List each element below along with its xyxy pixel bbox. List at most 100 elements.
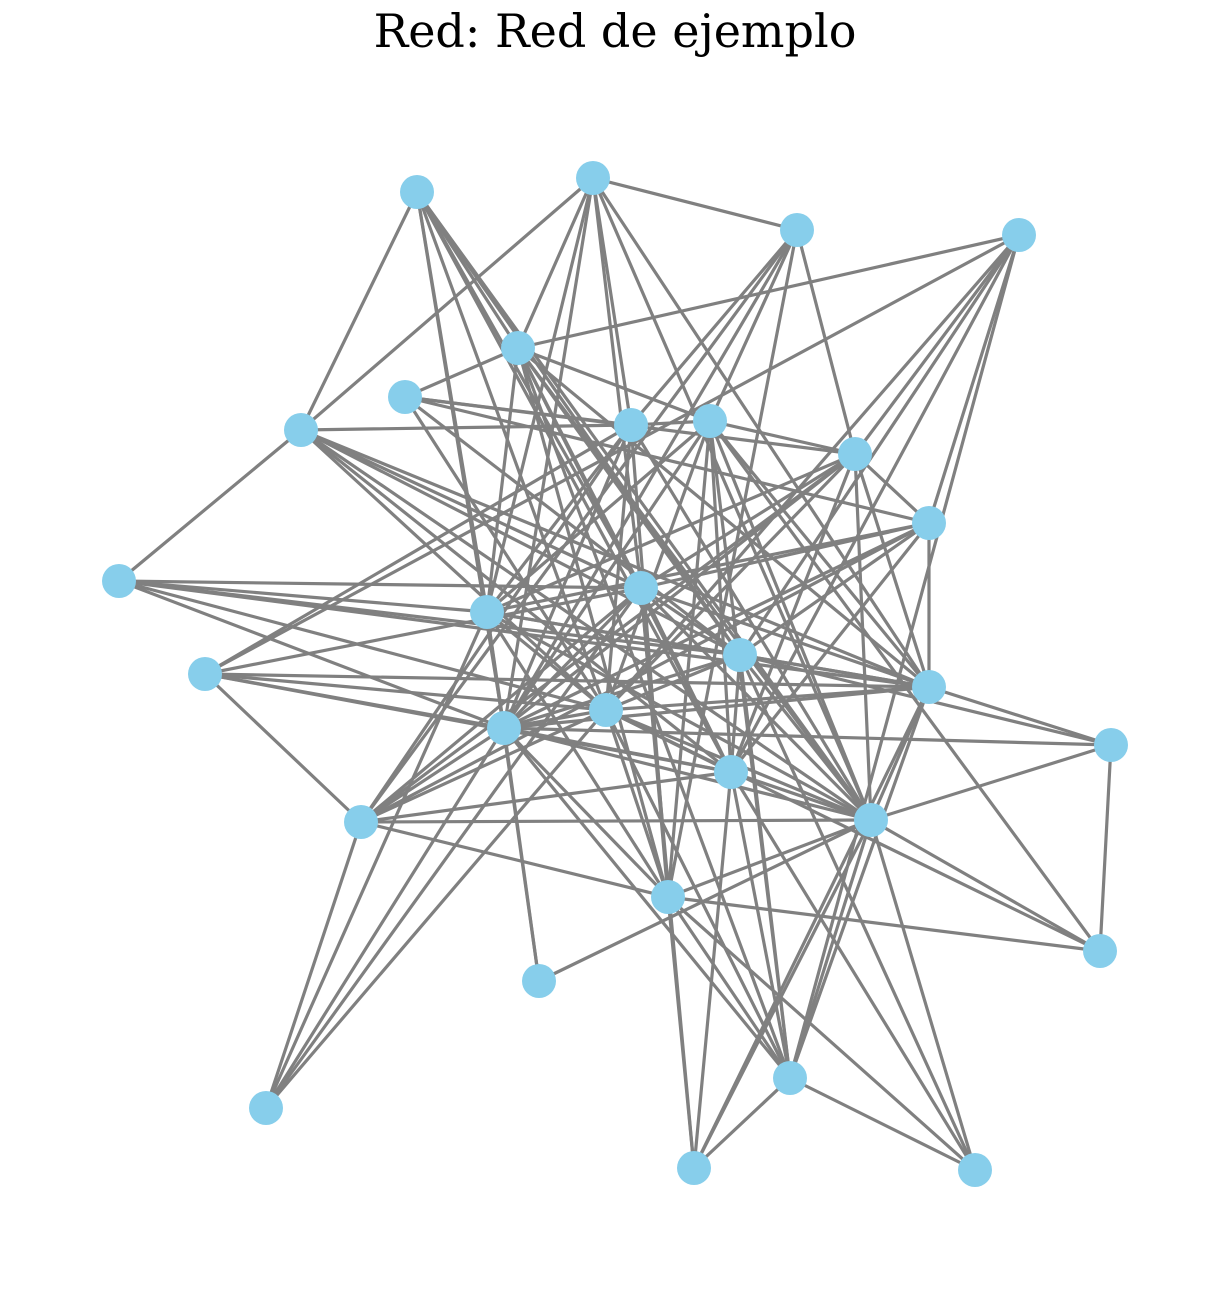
node <box>838 437 872 471</box>
node <box>624 571 658 605</box>
edge <box>516 346 670 899</box>
edge <box>203 423 633 676</box>
edge <box>502 452 857 730</box>
edge <box>299 428 873 822</box>
node <box>470 595 504 629</box>
edge <box>604 419 712 712</box>
edge <box>738 653 792 1080</box>
edge <box>729 653 742 774</box>
edge <box>788 1076 977 1172</box>
node <box>912 670 946 704</box>
edge <box>264 610 489 1110</box>
edge <box>485 423 633 614</box>
edge <box>502 726 873 822</box>
edge <box>692 818 873 1170</box>
edge <box>927 233 1021 525</box>
node <box>388 380 422 414</box>
edge <box>738 233 1021 657</box>
node <box>693 404 727 438</box>
node <box>723 638 757 672</box>
edge <box>117 579 608 712</box>
node <box>576 161 610 195</box>
node <box>651 880 685 914</box>
node <box>614 408 648 442</box>
edge <box>299 428 643 590</box>
edge <box>264 726 506 1110</box>
edge <box>403 395 931 525</box>
edge <box>666 895 977 1172</box>
edge <box>502 586 643 730</box>
edge <box>203 586 643 676</box>
edge <box>516 346 931 689</box>
edge <box>853 452 873 822</box>
node <box>249 1091 283 1125</box>
edge <box>359 708 608 824</box>
edge <box>692 1076 792 1170</box>
edge <box>516 346 712 423</box>
edge <box>485 419 712 614</box>
node <box>400 175 434 209</box>
node <box>522 964 556 998</box>
edge <box>869 818 977 1172</box>
edge <box>788 685 931 1080</box>
edge <box>869 818 1102 953</box>
edge <box>502 521 931 730</box>
edge <box>359 818 873 824</box>
edge <box>359 586 643 824</box>
edge <box>502 228 799 730</box>
edge <box>415 190 873 822</box>
edge <box>117 579 643 590</box>
edge <box>788 818 873 1080</box>
edge <box>639 586 733 774</box>
edge <box>359 770 733 824</box>
edge <box>604 708 670 899</box>
edge <box>604 708 792 1080</box>
edge <box>708 419 857 456</box>
edge <box>485 610 608 712</box>
edge <box>502 653 742 730</box>
node <box>1094 728 1128 762</box>
edge <box>203 672 363 824</box>
edge <box>299 176 595 432</box>
edge <box>738 653 977 1172</box>
edge <box>666 895 1102 953</box>
edge <box>729 770 977 1172</box>
edge <box>403 395 742 657</box>
node <box>1083 934 1117 968</box>
edge <box>359 228 799 824</box>
edge <box>485 610 873 822</box>
node <box>912 506 946 540</box>
node <box>677 1151 711 1185</box>
edge <box>708 419 733 774</box>
node <box>487 711 521 745</box>
edge <box>264 586 643 1110</box>
edge <box>927 685 1113 747</box>
edge <box>666 895 696 1170</box>
edge <box>729 452 857 774</box>
edge <box>502 726 733 774</box>
edge <box>729 233 1021 774</box>
node <box>501 331 535 365</box>
edge <box>264 708 608 1110</box>
edge <box>117 428 303 583</box>
edge <box>485 346 520 614</box>
edge <box>708 419 931 689</box>
edge <box>795 228 857 456</box>
edge <box>359 820 670 899</box>
edges-layer <box>117 176 1113 1172</box>
edge <box>692 770 733 1170</box>
edge <box>738 653 931 689</box>
edge <box>502 685 931 730</box>
edge <box>299 423 633 432</box>
edge <box>502 726 670 899</box>
node <box>102 564 136 598</box>
node <box>714 755 748 789</box>
edge <box>485 521 931 614</box>
edge <box>604 685 931 712</box>
node <box>188 657 222 691</box>
edge <box>516 176 595 350</box>
edge <box>666 895 792 1080</box>
node <box>589 693 623 727</box>
edge <box>639 521 931 590</box>
edge <box>502 726 1113 747</box>
